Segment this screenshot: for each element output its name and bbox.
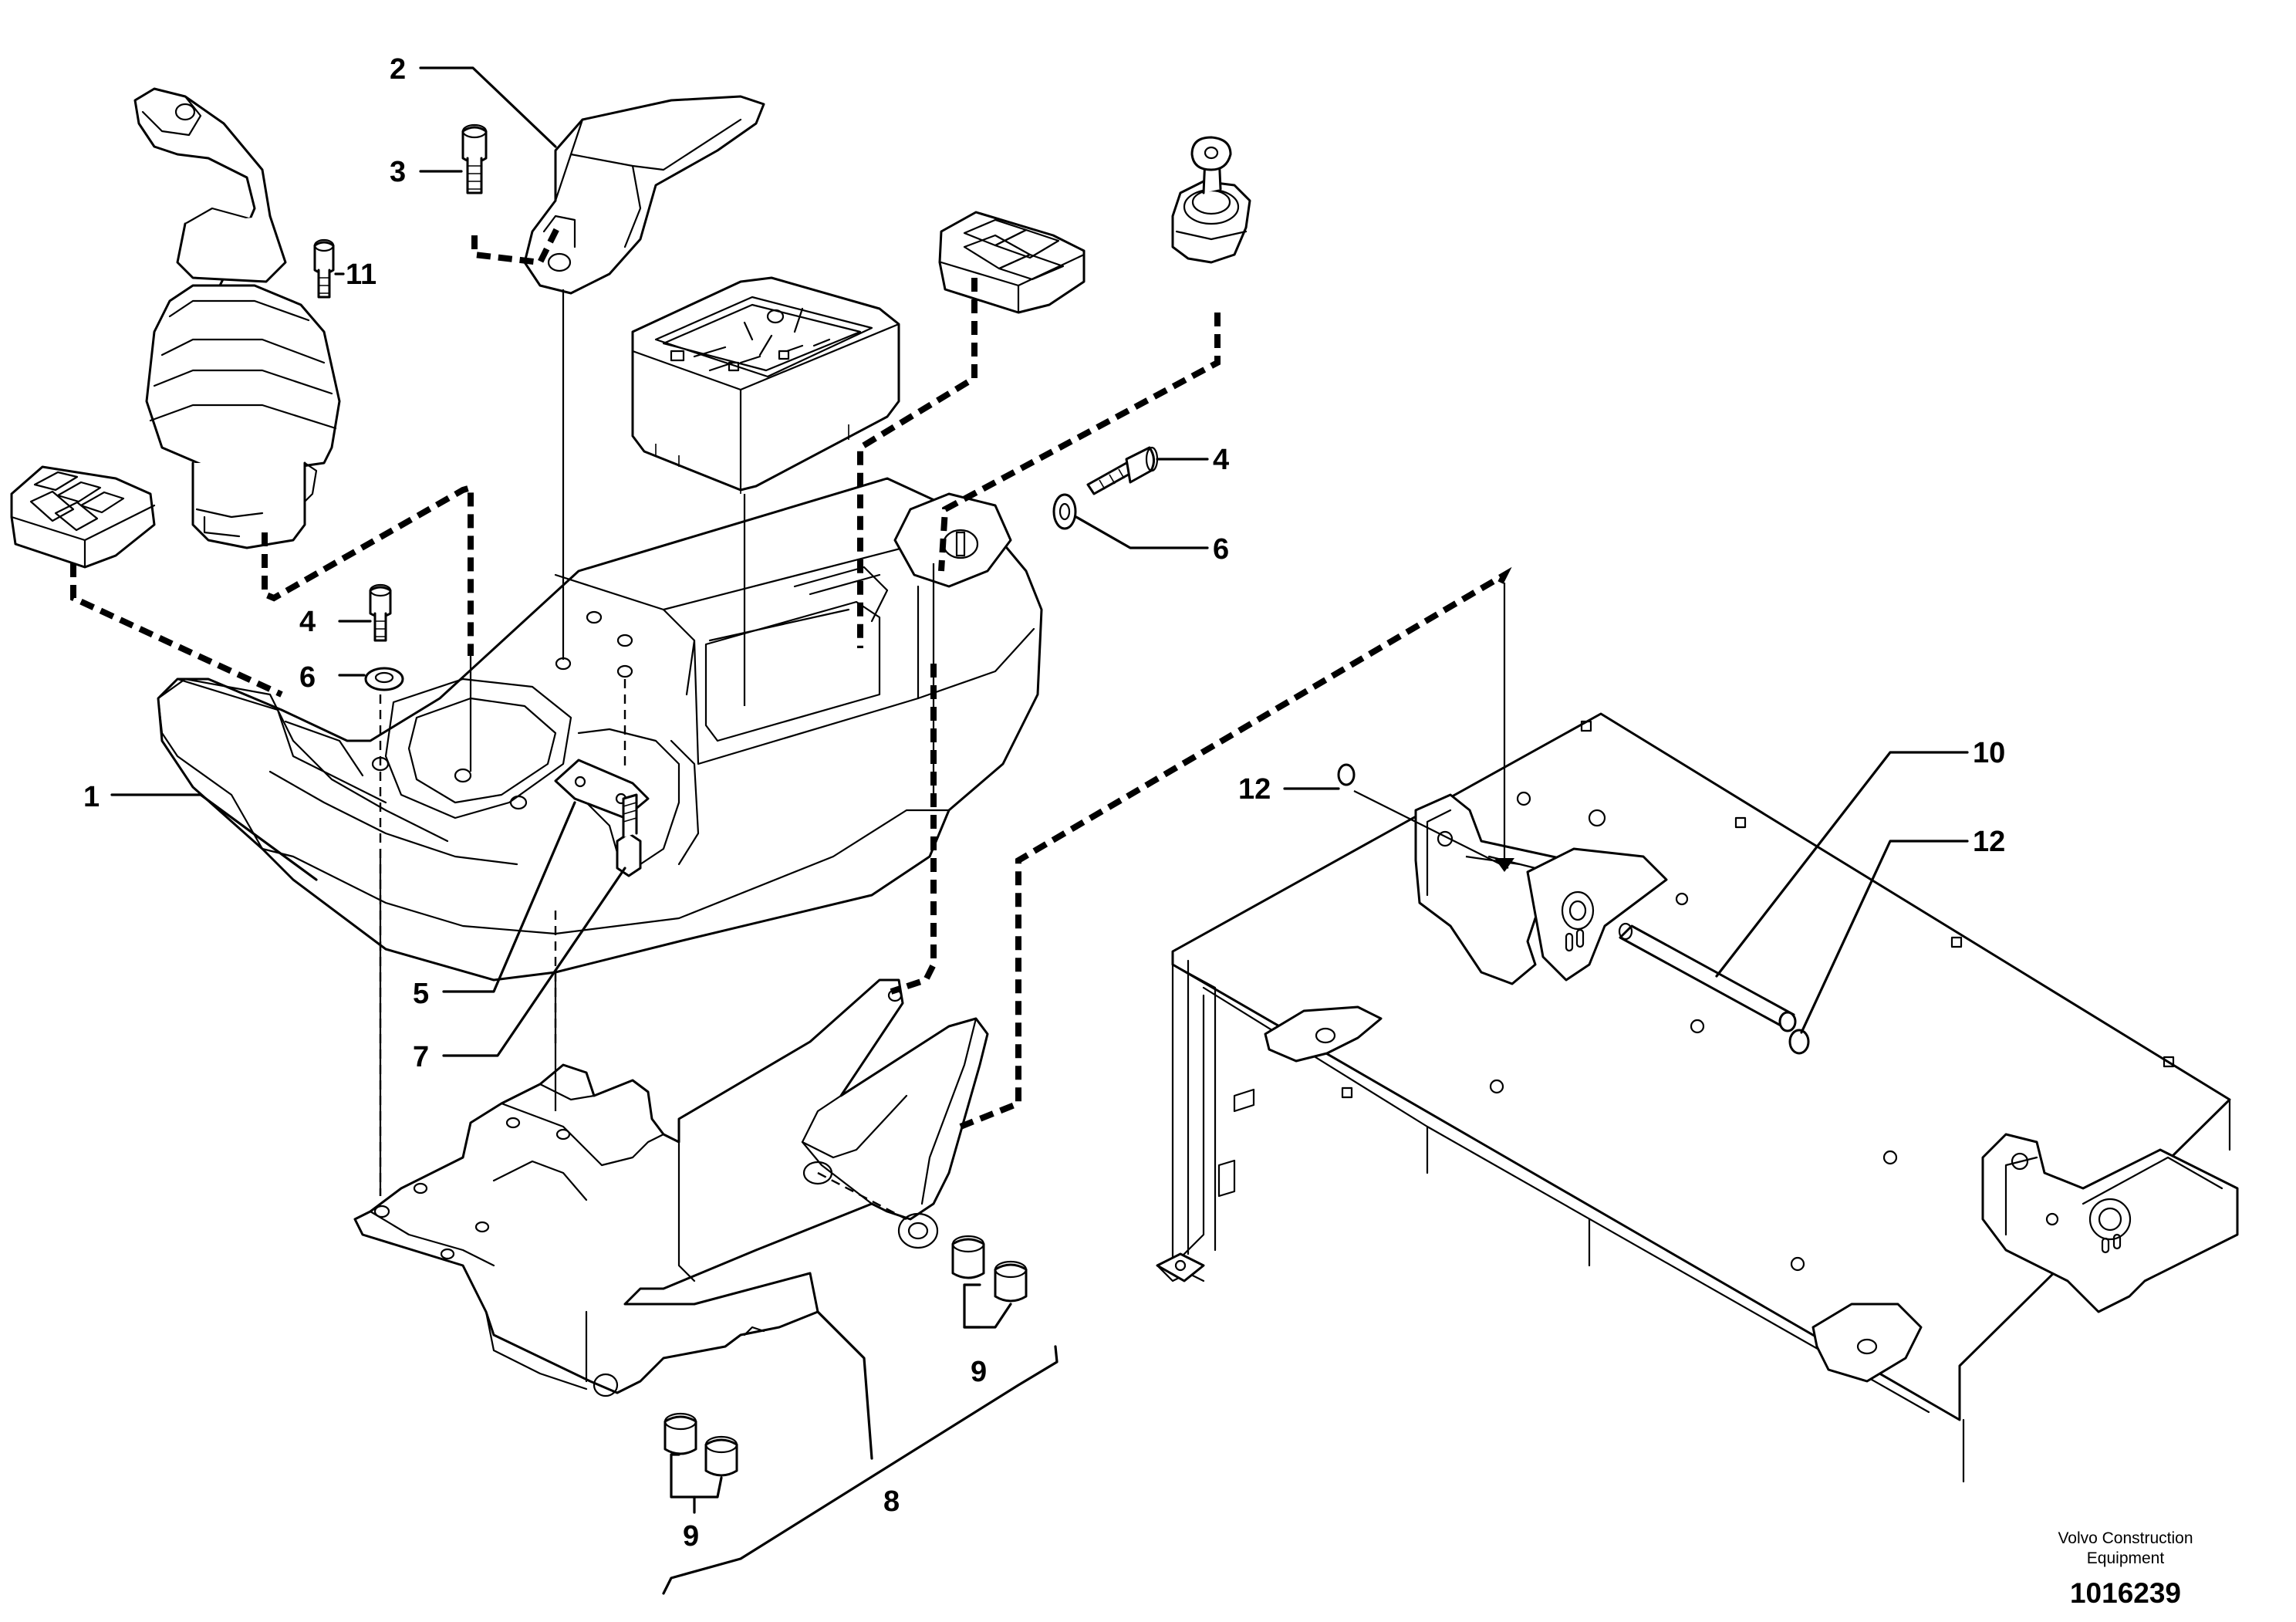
- callout-7: 7: [413, 1041, 429, 1073]
- callout-2: 2: [390, 53, 406, 86]
- switch-panel-left: [10, 465, 156, 569]
- hinge-pin: [1618, 922, 1797, 1032]
- gauge-panel: [631, 276, 900, 494]
- callout-8: 8: [883, 1485, 900, 1518]
- brand-line-1: Volvo Construction: [2058, 1529, 2193, 1547]
- cover-part: [523, 95, 765, 295]
- assembly-lines: [70, 222, 1521, 1221]
- document-number: 1016239: [2070, 1577, 2181, 1609]
- switch-panel-right: [938, 211, 1086, 314]
- screw-part-4-left: [369, 583, 392, 642]
- callout-5: 5: [413, 978, 429, 1010]
- callout-4-right: 4: [1213, 444, 1229, 476]
- callout-4-left: 4: [299, 606, 316, 638]
- callout-9-lower: 9: [683, 1520, 699, 1553]
- key-switch: [1171, 136, 1251, 264]
- callout-12-left: 12: [1238, 773, 1271, 806]
- callout-12-right: 12: [1973, 826, 2005, 858]
- callout-labels: 1 2 3 4 4 5 6 6 7 8 9 9 10 11 12 12: [83, 53, 2005, 1553]
- callout-11: 11: [346, 259, 376, 291]
- joystick-part: [133, 87, 341, 549]
- callout-10: 10: [1973, 737, 2005, 769]
- washer-part-6-left: [364, 667, 404, 691]
- screw-part-11: [313, 238, 335, 299]
- console-housing: [157, 477, 1043, 982]
- screw-part-3: [461, 123, 488, 194]
- footer: Volvo Construction Equipment 1016239: [2058, 1529, 2193, 1609]
- callout-1: 1: [83, 781, 100, 813]
- brand-line-2: Equipment: [2087, 1549, 2165, 1567]
- washer-part-6-right: [1052, 493, 1077, 530]
- arrowheads: [1494, 858, 1514, 872]
- snap-rings: [1337, 763, 1810, 1055]
- bushings: [663, 1235, 1028, 1477]
- bolt-part-7: [616, 793, 642, 877]
- screw-part-4-right: [1086, 446, 1159, 495]
- callout-3: 3: [390, 156, 406, 188]
- cab-floor-frame: [1156, 712, 2239, 1483]
- console-bracket: [353, 978, 989, 1397]
- callout-6-left: 6: [299, 661, 316, 694]
- callout-6-right: 6: [1213, 533, 1229, 566]
- callout-9-upper: 9: [971, 1356, 987, 1388]
- leader-lines: [110, 66, 1969, 1595]
